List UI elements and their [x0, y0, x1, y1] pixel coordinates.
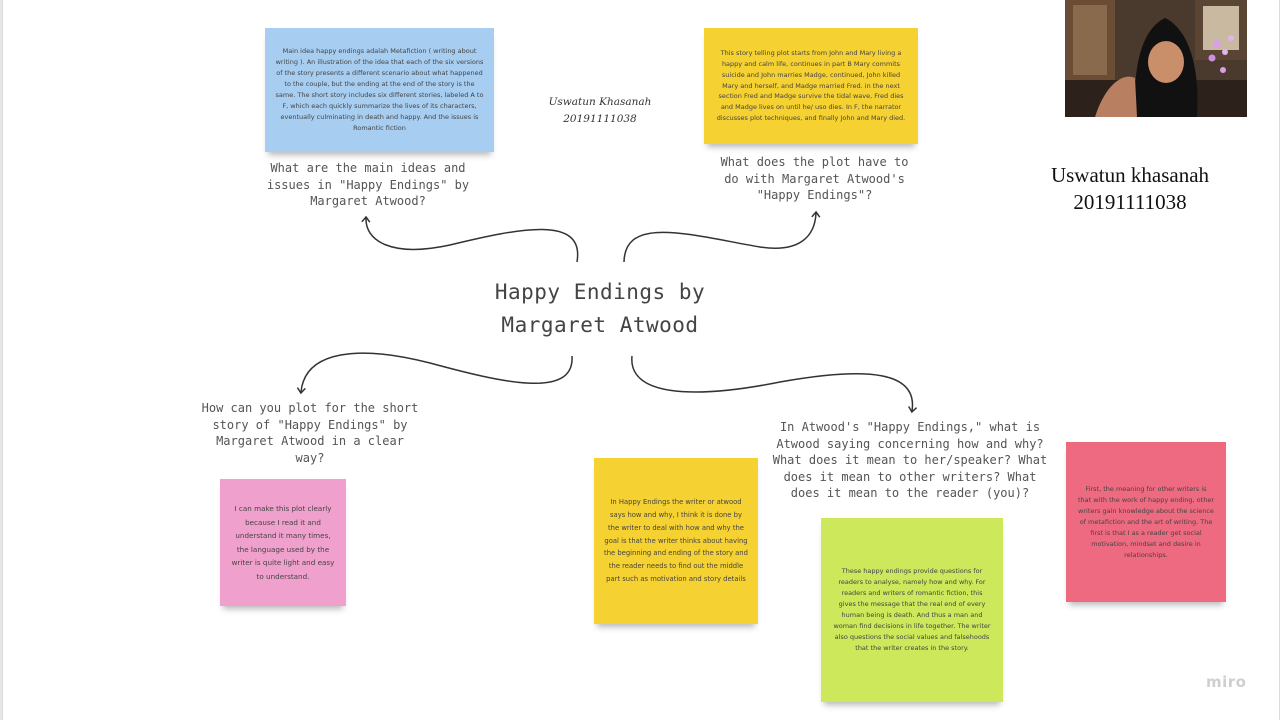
question-how-why[interactable]: In Atwood's "Happy Endings," what is Atw… [772, 420, 1048, 500]
sticky-note-red-text: First, the meaning for other writers is … [1078, 484, 1214, 559]
presenter-webcam [1065, 0, 1247, 117]
webcam-image [1065, 0, 1247, 117]
sticky-note-yellow-bottom[interactable]: In Happy Endings the writer or atwood sa… [594, 458, 758, 624]
sticky-note-pink-text: I can make this plot clearly because I r… [231, 504, 335, 581]
sticky-note-yellow-bottom-text: In Happy Endings the writer or atwood sa… [604, 498, 748, 583]
sticky-note-green[interactable]: These happy endings provide questions fo… [821, 518, 1003, 702]
sticky-note-pink[interactable]: I can make this plot clearly because I r… [220, 479, 346, 606]
question-plot-clear[interactable]: How can you plot for the short story of … [201, 401, 419, 465]
author-note-name: Uswatun Khasanah [548, 96, 652, 108]
sticky-note-blue[interactable]: Main idea happy endings adalah Metaficti… [265, 28, 494, 152]
arrow-to-main-ideas [361, 215, 579, 263]
presenter-name: Uswatun khasanah [1050, 163, 1210, 187]
arrow-to-plot-clear [296, 352, 573, 395]
central-topic[interactable]: Happy Endings by Margaret Atwood [440, 276, 760, 342]
presenter-label: Uswatun khasanah 20191111038 [1010, 162, 1250, 216]
sticky-note-yellow-top-text: This story telling plot starts from John… [716, 49, 906, 122]
sticky-note-green-text: These happy endings provide questions fo… [833, 567, 991, 652]
author-note-id: 20191111038 [563, 113, 637, 125]
sticky-note-blue-text: Main idea happy endings adalah Metaficti… [275, 47, 484, 132]
central-topic-line-1: Happy Endings by [494, 280, 706, 304]
sticky-note-red[interactable]: First, the meaning for other writers is … [1066, 442, 1226, 602]
question-main-ideas[interactable]: What are the main ideas and issues in "H… [266, 161, 470, 208]
central-topic-line-2: Margaret Atwood [501, 313, 699, 337]
sticky-note-yellow-top[interactable]: This story telling plot starts from John… [704, 28, 918, 144]
miro-logo: miro [1206, 673, 1247, 691]
author-note[interactable]: Uswatun Khasanah 20191111038 [530, 94, 670, 128]
arrow-to-how-why [631, 355, 918, 414]
arrow-to-plot [623, 210, 821, 263]
question-plot[interactable]: What does the plot have to do with Marga… [720, 155, 909, 202]
presenter-id: 20191111038 [1073, 190, 1187, 214]
